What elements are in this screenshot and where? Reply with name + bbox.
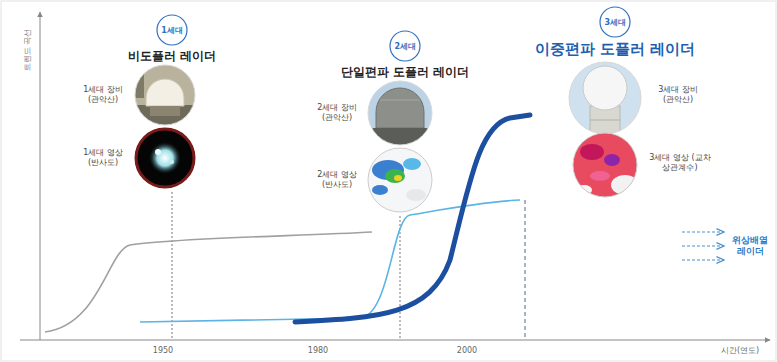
photo-caption: 2세대 장비 (관악산) bbox=[312, 103, 362, 122]
trend-curve bbox=[140, 200, 520, 322]
photo-frame bbox=[135, 65, 195, 125]
photo-frame bbox=[368, 148, 432, 212]
generation-marker bbox=[400, 216, 401, 340]
radar-photo bbox=[130, 60, 200, 130]
photo-caption: 3세대 영상 (교차상관계수) bbox=[648, 153, 712, 172]
radar-image bbox=[130, 123, 200, 193]
radar-image bbox=[572, 132, 639, 198]
generation-marker bbox=[525, 200, 526, 340]
axis-title: 시간(연도) bbox=[721, 346, 759, 356]
photo-frame bbox=[573, 133, 637, 197]
badge-text: 2세대 bbox=[394, 41, 416, 52]
tick-label: 1950 bbox=[153, 346, 173, 356]
generation-badge: 1세대 bbox=[156, 14, 188, 46]
badge-text: 3세대 bbox=[604, 17, 626, 28]
future-arrows bbox=[682, 232, 724, 260]
photo-caption: 1세대 영상 (반사도) bbox=[78, 148, 128, 167]
photo-frame bbox=[368, 81, 432, 145]
trend-curve bbox=[295, 115, 530, 322]
radar-photo bbox=[568, 62, 642, 136]
trend-curve bbox=[45, 232, 372, 332]
generation-title: 이중편파 도플러 레이더 bbox=[535, 40, 695, 59]
generation-node: 1세대비도플러 레이더 bbox=[128, 14, 216, 65]
tick-label: 2000 bbox=[457, 346, 477, 356]
generation-node: 3세대이중편파 도플러 레이더 bbox=[535, 6, 695, 59]
photo-frame bbox=[136, 129, 194, 187]
radar-photo bbox=[366, 80, 436, 150]
photo-caption: 3세대 장비 (관악산) bbox=[652, 85, 704, 104]
radar-image bbox=[366, 146, 436, 216]
generation-marker bbox=[172, 192, 173, 340]
generation-badge: 3세대 bbox=[599, 6, 631, 38]
generation-badge: 2세대 bbox=[389, 30, 421, 62]
axis-title: 트렌드 곡선 bbox=[23, 29, 33, 72]
generation-title: 비도플러 레이더 bbox=[128, 48, 216, 65]
generation-title: 단일편파 도플러 레이더 bbox=[341, 64, 469, 81]
badge-text: 1세대 bbox=[161, 25, 183, 36]
photo-caption: 2세대 영상 (반사도) bbox=[312, 170, 362, 189]
photo-caption: 1세대 장비 (관악산) bbox=[78, 85, 128, 104]
tick-label: 1980 bbox=[308, 346, 328, 356]
generation-node: 2세대단일편파 도플러 레이더 bbox=[341, 30, 469, 81]
x-axis bbox=[20, 340, 770, 341]
future-label: 위상배열 레이더 bbox=[730, 235, 770, 257]
y-axis bbox=[40, 12, 41, 340]
photo-frame bbox=[569, 62, 641, 134]
